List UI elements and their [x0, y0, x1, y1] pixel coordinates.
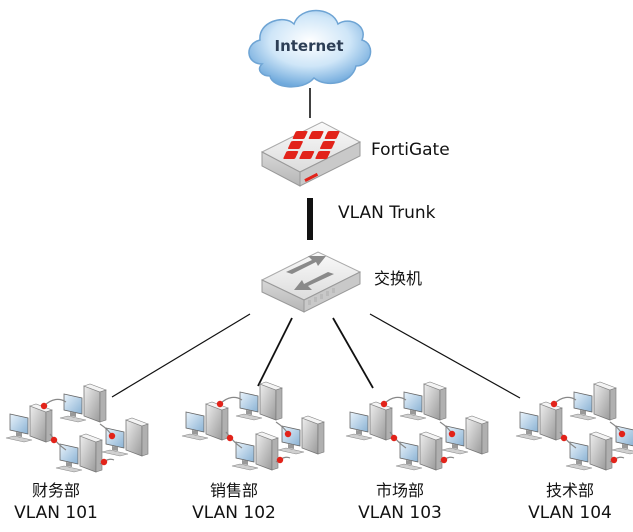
- fortigate-label: FortiGate: [371, 140, 450, 160]
- group-4: 技术部 VLAN 104: [510, 480, 630, 524]
- link-group-3: [332, 317, 374, 389]
- group-2-vlan: VLAN 102: [192, 503, 276, 523]
- fortigate-firewall-icon: [260, 121, 362, 187]
- computer-cluster-icon-3: [346, 382, 488, 470]
- connection-lines: [111, 88, 521, 399]
- group-4-vlan: VLAN 104: [528, 503, 612, 523]
- switch-icon: [260, 251, 362, 313]
- group-1-name: 财务部: [31, 481, 80, 500]
- group-2-name: 销售部: [209, 481, 258, 500]
- computer-cluster-icon-2: [182, 382, 324, 470]
- group-1: 财务部 VLAN 101: [0, 480, 116, 524]
- link-group-4: [369, 313, 521, 399]
- computer-cluster-icon-1: [6, 384, 148, 472]
- group-3-name: 市场部: [375, 481, 424, 500]
- switch-label: 交换机: [374, 269, 423, 288]
- group-3: 市场部 VLAN 103: [340, 480, 460, 524]
- vlan-trunk-label: VLAN Trunk: [338, 203, 436, 223]
- group-1-vlan: VLAN 101: [14, 503, 98, 523]
- group-4-name: 技术部: [545, 481, 594, 500]
- internet-cloud-icon: [248, 9, 372, 88]
- group-2: 销售部 VLAN 102: [174, 480, 294, 524]
- group-3-vlan: VLAN 103: [358, 503, 442, 523]
- link-group-1: [111, 313, 251, 398]
- computer-cluster-icon-4: [516, 382, 633, 470]
- link-group-2: [257, 317, 293, 387]
- internet-label: Internet: [274, 37, 343, 55]
